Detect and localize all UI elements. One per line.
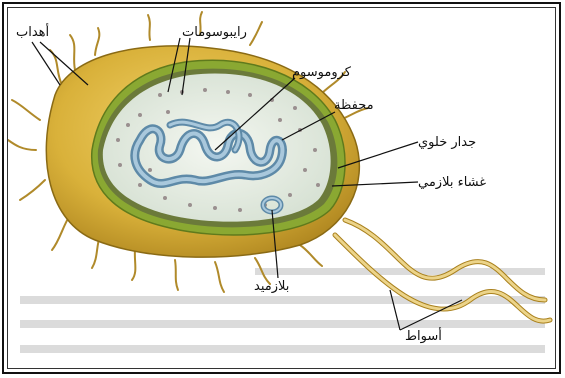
inner-frame <box>7 7 556 369</box>
